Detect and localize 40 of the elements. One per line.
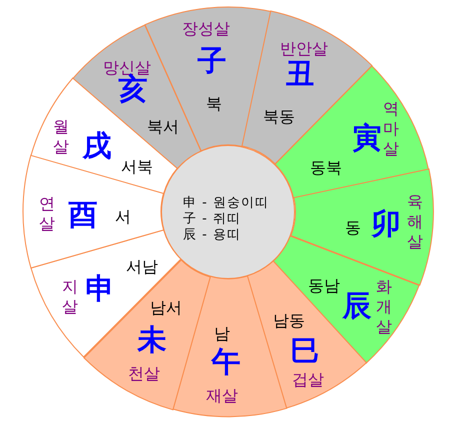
- direction-label: 서: [115, 208, 131, 225]
- zodiac-note: 子 - 쥐띠: [183, 212, 241, 226]
- branch-character: 未: [137, 325, 166, 354]
- fortune-term: 연살: [39, 194, 55, 234]
- fortune-term: 역마살: [382, 98, 399, 159]
- branch-character: 亥: [118, 74, 148, 104]
- branch-character: 丑: [285, 59, 314, 88]
- fortune-term: 월살: [52, 116, 69, 157]
- zodiac-note: 申 - 원숭이띠: [183, 196, 269, 210]
- fortune-term: 천살: [128, 366, 160, 382]
- fortune-term: 재살: [206, 388, 238, 404]
- direction-label: 서북: [120, 158, 153, 175]
- direction-label: 북동: [262, 108, 295, 125]
- direction-label: 북: [206, 96, 222, 112]
- fortune-term: 지살: [62, 276, 78, 317]
- fortune-term: 육해살: [406, 192, 423, 252]
- zodiac-note: 辰 - 용띠: [183, 228, 241, 242]
- direction-label: 북서: [146, 118, 179, 135]
- fortune-term: 화개살: [376, 276, 392, 337]
- branch-character: 巳: [290, 336, 320, 366]
- fortune-term: 반안살: [280, 40, 328, 57]
- direction-label: 남: [214, 326, 230, 342]
- direction-label: 동남: [308, 278, 340, 294]
- branch-character: 卯: [371, 209, 400, 238]
- direction-label: 남서: [150, 300, 182, 316]
- branch-character: 辰: [342, 291, 372, 320]
- direction-label: 동: [344, 220, 361, 236]
- direction-label: 남동: [272, 312, 305, 329]
- wheel-segment: [30, 230, 181, 358]
- branch-character: 子: [197, 46, 226, 76]
- branch-character: 酉: [68, 200, 98, 230]
- fortune-term: 장성살: [182, 21, 230, 37]
- branch-character: 申: [85, 274, 114, 304]
- branch-character: 戌: [82, 131, 112, 160]
- branch-character: 寅: [352, 123, 382, 152]
- direction-label: 동북: [310, 160, 342, 176]
- direction-label: 서남: [126, 258, 158, 275]
- fortune-term: 망신살: [102, 60, 151, 76]
- fortune-term: 겁살: [292, 372, 324, 388]
- branch-character: 午: [211, 347, 240, 376]
